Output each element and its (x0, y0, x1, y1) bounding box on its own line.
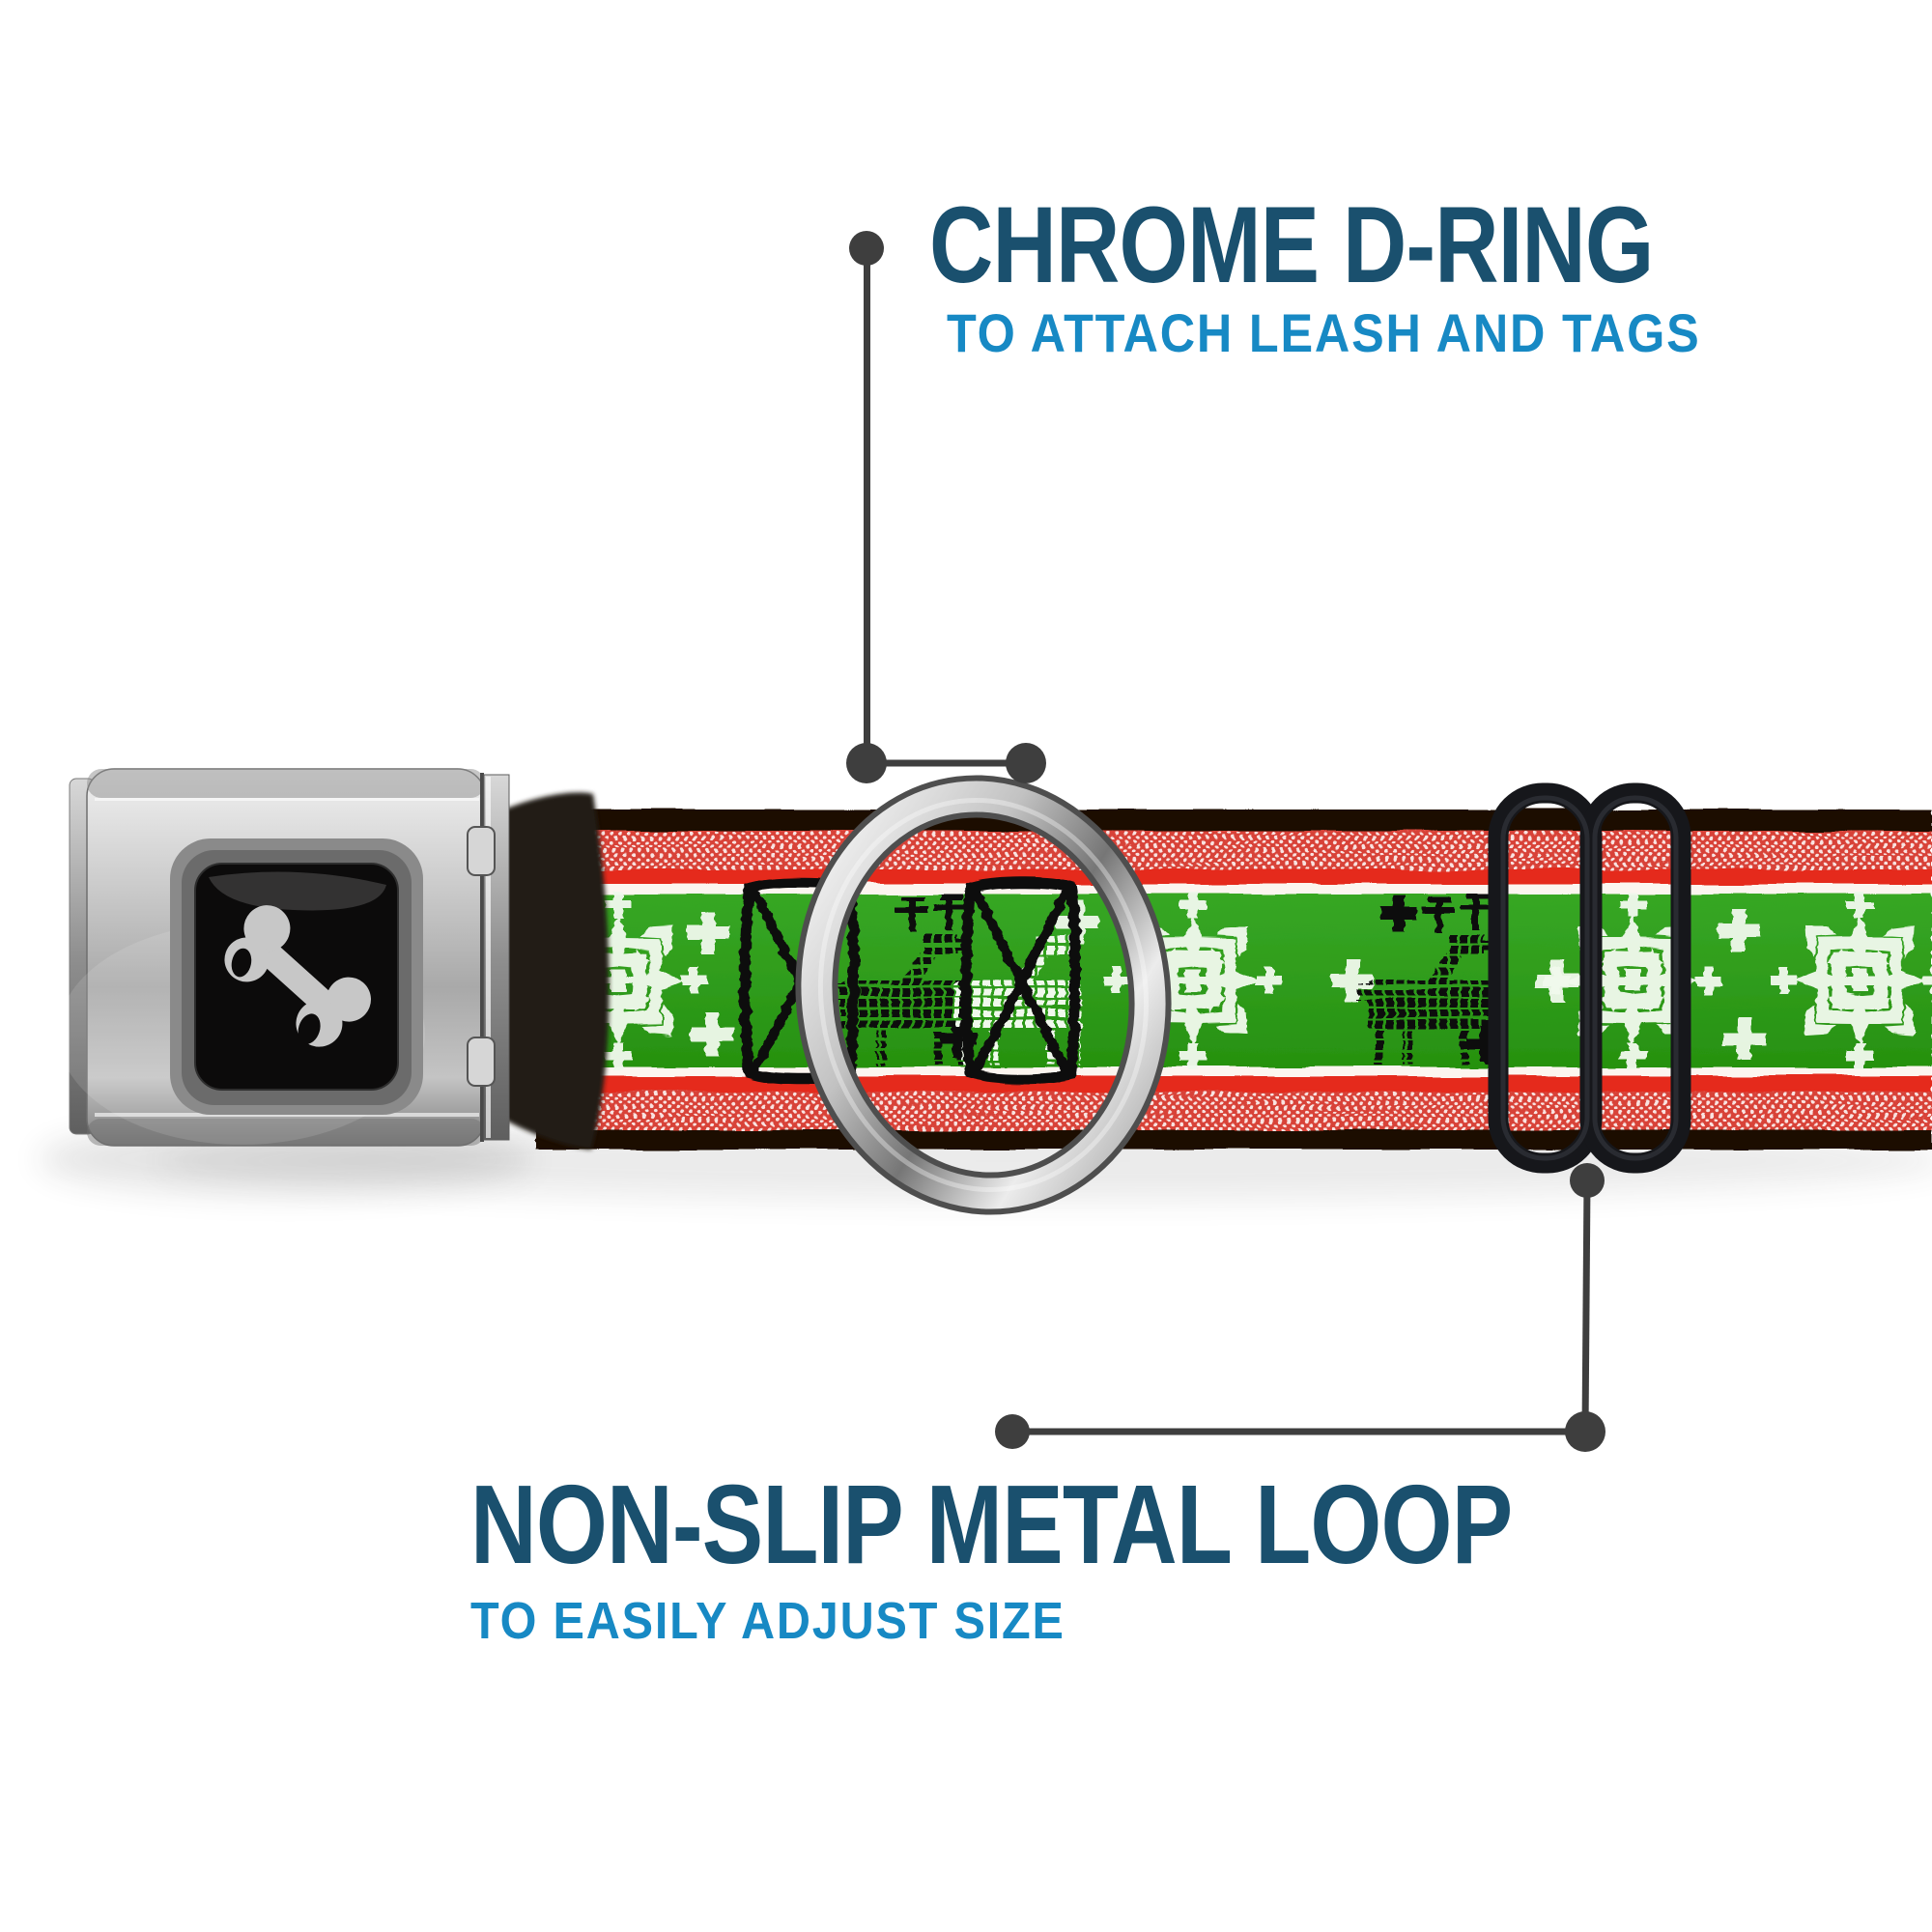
metal-loop-subtitle: TO EASILY ADJUST SIZE (470, 1592, 1065, 1650)
metal-loop-title: NON-SLIP METAL LOOP (470, 1462, 1513, 1587)
d-ring-callout-line (846, 231, 1046, 783)
black-metal-loop (1488, 782, 1691, 1174)
callout-dot (1570, 1163, 1605, 1198)
callout-dot (995, 1414, 1030, 1449)
callout-dot (846, 743, 887, 783)
callout-dot (1565, 1411, 1605, 1452)
callout-dot (849, 231, 884, 266)
d-ring-title: CHROME D-RING (929, 185, 1654, 305)
seatbelt-buckle (58, 768, 510, 1147)
webbing-wrap (488, 792, 610, 1150)
collar-webbing (529, 810, 1932, 1150)
metal-loop-callout-line (995, 1163, 1605, 1452)
dog-bone-icon (224, 905, 371, 1047)
d-ring-subtitle: TO ATTACH LEASH AND TAGS (947, 302, 1701, 363)
chrome-d-ring (795, 775, 1172, 1215)
callout-dot (1006, 743, 1046, 783)
